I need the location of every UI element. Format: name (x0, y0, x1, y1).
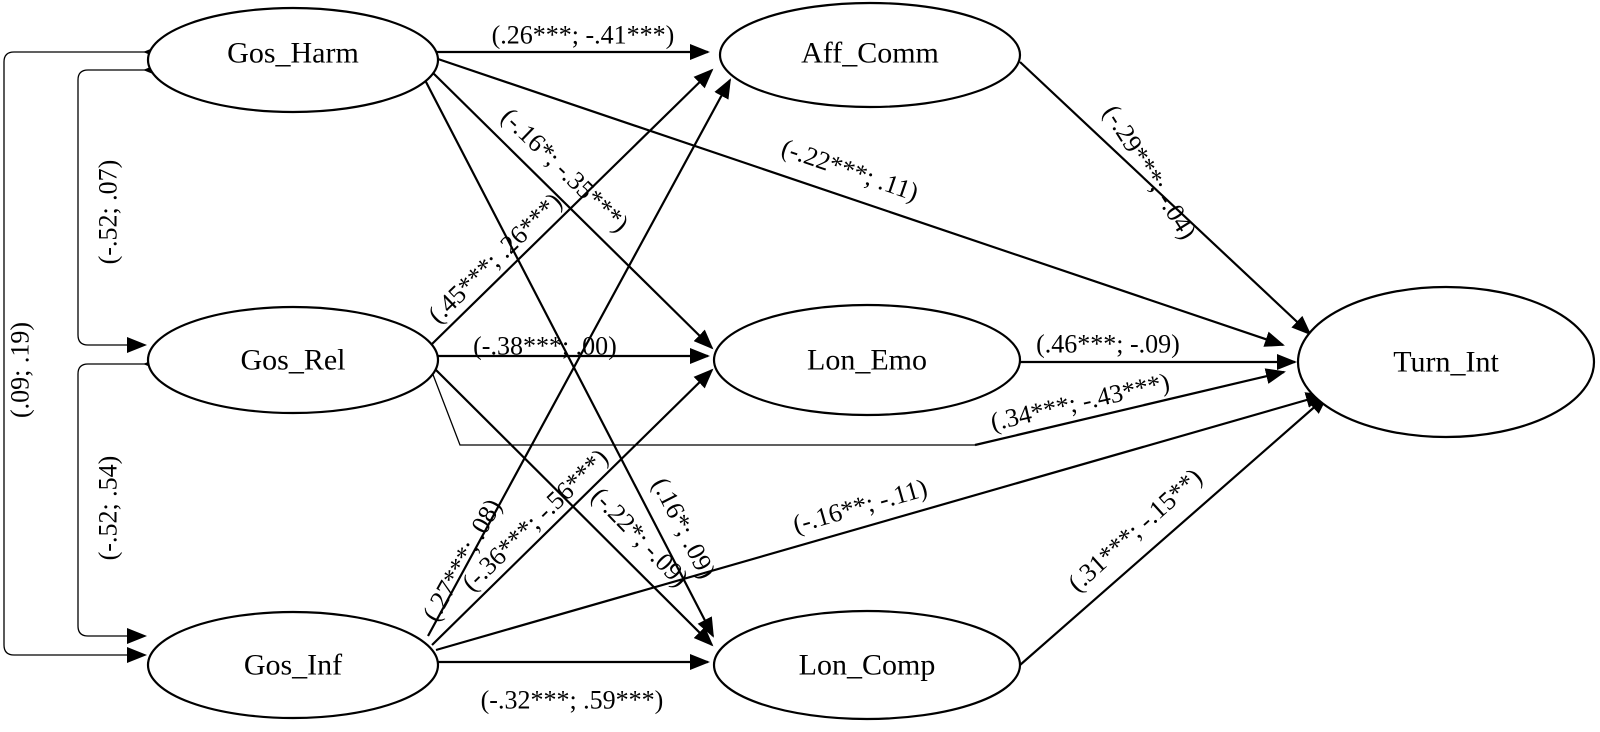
node-lon-comp-label: Lon_Comp (799, 649, 936, 682)
edge-rel-turn-line (431, 371, 975, 446)
edge-label-harm-turn: (-.22***; .11) (778, 133, 922, 207)
node-gos-inf: Gos_Inf (146, 610, 440, 720)
node-lon-emo-shape (712, 303, 1022, 417)
node-gos-rel-label: Gos_Rel (241, 344, 346, 377)
node-aff-comm-shape (718, 1, 1022, 109)
node-gos-rel-shape (146, 305, 440, 415)
node-lon-emo: Lon_Emo (712, 303, 1022, 417)
edge-harm-comp-line (424, 79, 714, 638)
cov-label-harm-rel: (-.52; .07) (94, 160, 123, 265)
node-lon-emo-label: Lon_Emo (807, 344, 927, 377)
node-gos-inf-shape (146, 610, 440, 720)
edge-rel-comp-line (431, 365, 714, 647)
edge-aff-turn-line (1019, 61, 1312, 336)
cov-label-harm-inf: (.09; .19) (6, 322, 35, 418)
edge-label-rel-aff: (.45***; .26***) (422, 187, 567, 329)
edge-inf-aff-line (427, 78, 731, 637)
node-turn-int-label: Turn_Int (1393, 346, 1499, 379)
covariance-harm-inf-line (3, 44, 163, 663)
nodes: Gos_Harm Gos_Rel Gos_Inf Aff_Comm Lon_Em… (146, 1, 1596, 721)
edge-label-comp-turn: (.31***; -.15**) (1062, 462, 1208, 597)
path-lines (424, 44, 1329, 670)
node-lon-comp: Lon_Comp (712, 609, 1022, 721)
edge-rel-turn-line-end (974, 368, 1286, 447)
edge-label-rel-turn: (.34***; -.43***) (988, 367, 1173, 436)
node-aff-comm: Aff_Comm (718, 1, 1022, 109)
node-gos-rel: Gos_Rel (146, 305, 440, 415)
edge-label-emo-turn: (.46***; -.09) (1036, 330, 1180, 359)
edge-label-rel-emo: (-.38***; .00) (473, 332, 617, 361)
node-lon-comp-shape (712, 609, 1022, 721)
edge-rel-aff-line (431, 68, 714, 345)
edge-label-aff-turn: (-.29***; -.04) (1097, 100, 1202, 245)
node-gos-harm-shape (146, 6, 440, 114)
edge-inf-turn-line (435, 392, 1326, 652)
covariance-lines (3, 44, 163, 663)
covariance-harm-rel-line (77, 62, 163, 353)
node-gos-inf-label: Gos_Inf (244, 649, 342, 682)
node-turn-int: Turn_Int (1296, 285, 1596, 439)
node-aff-comm-label: Aff_Comm (801, 37, 939, 70)
edge-harm-turn-line (434, 56, 1285, 347)
covariance-rel-inf-line (77, 356, 163, 644)
edge-inf-emo-line (431, 368, 714, 646)
edge-comp-turn-line (1019, 394, 1329, 666)
node-turn-int-shape (1296, 285, 1596, 439)
cov-label-rel-inf: (-.52; .54) (94, 456, 123, 561)
node-gos-harm-label: Gos_Harm (227, 37, 359, 70)
node-gos-harm: Gos_Harm (146, 6, 440, 114)
edge-label-inf-comp: (-.32***; .59***) (481, 686, 664, 715)
edge-label-harm-aff: (.26***; -.41***) (492, 21, 675, 50)
